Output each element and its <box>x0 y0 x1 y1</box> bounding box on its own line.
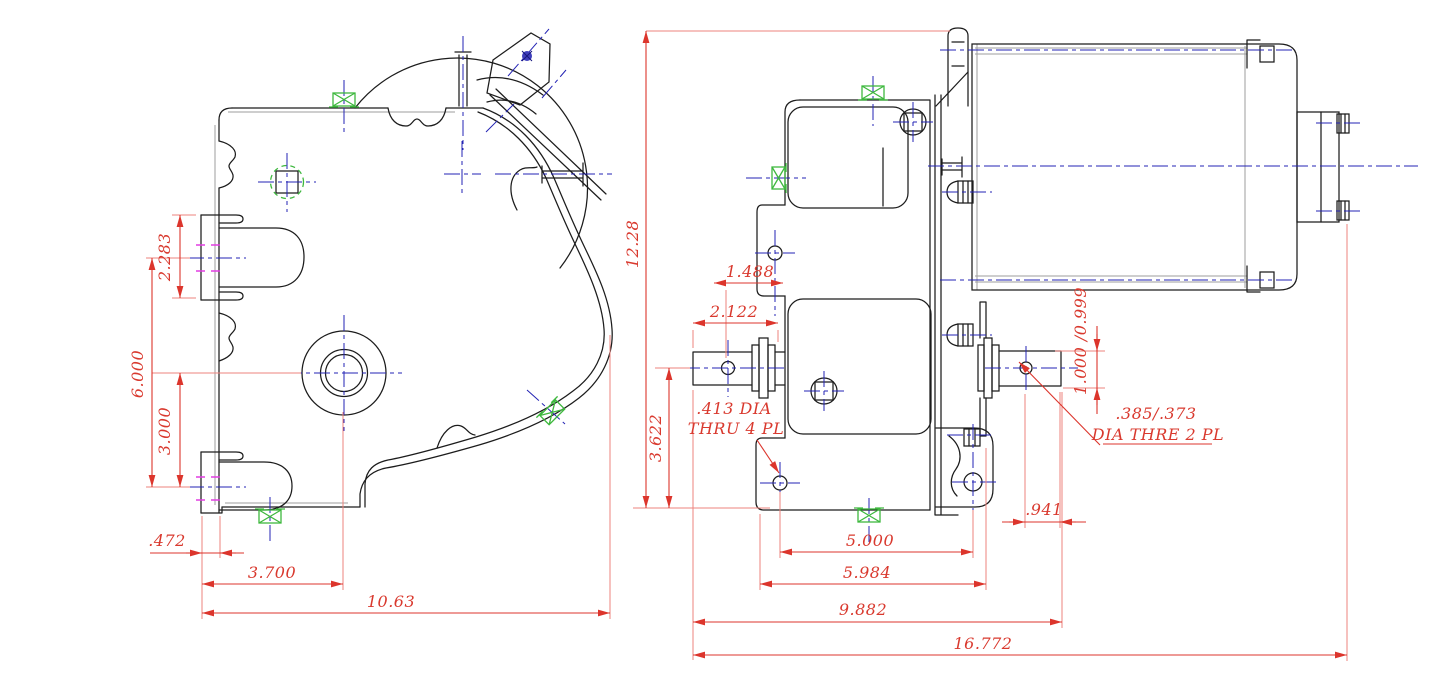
clip-diagonal <box>535 395 569 429</box>
dim-overall-height: 12.28 <box>623 220 642 268</box>
side-body-outline <box>692 27 1350 516</box>
dim-edge-to-shaft: 3.700 <box>248 563 296 582</box>
side-secondary-lines <box>975 44 1247 290</box>
side-extension-lines <box>633 30 1348 661</box>
dim-shaft-to-base: 3.000 <box>155 407 174 455</box>
dim-overall-length: 16.772 <box>954 634 1013 653</box>
front-fasteners <box>254 92 569 524</box>
bracket-bolt <box>521 50 533 62</box>
dim-base-to-shaft: 3.622 <box>646 414 665 462</box>
front-secondary-lines <box>214 111 455 505</box>
dim-hole-spacing: 5.000 <box>846 531 894 550</box>
dim-hole-to-face: 1.488 <box>726 262 774 281</box>
note-thru-hole-2: THRU 4 PL <box>688 419 784 438</box>
side-dimension-labels: 12.28 3.622 1.488 2.122 1.000 /0.999 .94… <box>623 220 1224 653</box>
stud-bolt <box>963 428 981 447</box>
dim-housing-width: 5.984 <box>843 563 891 582</box>
side-centerlines <box>656 49 1418 544</box>
dim-shaft-diameter: 1.000 /0.999 <box>1071 287 1090 395</box>
dim-overall-width: 10.63 <box>367 592 415 611</box>
housing-lobe-upper <box>787 106 909 209</box>
dim-shaft-length: 2.122 <box>709 302 758 321</box>
front-centerlines <box>188 28 612 545</box>
leader-thru-hole <box>756 439 780 474</box>
right-output-shaft <box>977 301 1062 437</box>
side-dimension-lines <box>642 31 1347 659</box>
front-dimension-lines <box>148 215 610 617</box>
dim-hole-to-shaft-end: .941 <box>1025 500 1063 519</box>
front-body-outline <box>200 32 613 514</box>
side-fasteners <box>771 85 889 523</box>
dim-shaft-span: 9.882 <box>839 600 887 619</box>
note-shaft-hole-1: .385/.373 <box>1115 404 1196 423</box>
bracket-strap <box>489 88 607 201</box>
motor-can <box>971 43 1298 291</box>
front-view: 2.283 6.000 3.000 .472 3.700 10.63 <box>128 28 613 619</box>
side-view: 12.28 3.622 1.488 2.122 1.000 /0.999 .94… <box>623 27 1418 661</box>
front-dimension-labels: 2.283 6.000 3.000 .472 3.700 10.63 <box>128 233 415 611</box>
motor-can-circle <box>354 57 589 269</box>
note-shaft-hole-2: DIA THRE 2 PL <box>1091 425 1224 444</box>
housing-lobe-lower <box>787 298 932 435</box>
terminal-connector <box>1296 111 1350 223</box>
square-hole-bolt-circle <box>269 164 305 200</box>
bracket-tab <box>486 32 551 106</box>
leader-shaft-hole <box>1018 361 1101 446</box>
mounting-plate <box>934 27 969 516</box>
front-extension-lines <box>146 214 611 619</box>
note-thru-hole-1: .413 DIA <box>696 399 771 418</box>
dim-foot-offset: .472 <box>148 531 186 550</box>
dim-slot-height: 2.283 <box>155 233 174 282</box>
dim-mount-span: 6.000 <box>128 350 147 398</box>
